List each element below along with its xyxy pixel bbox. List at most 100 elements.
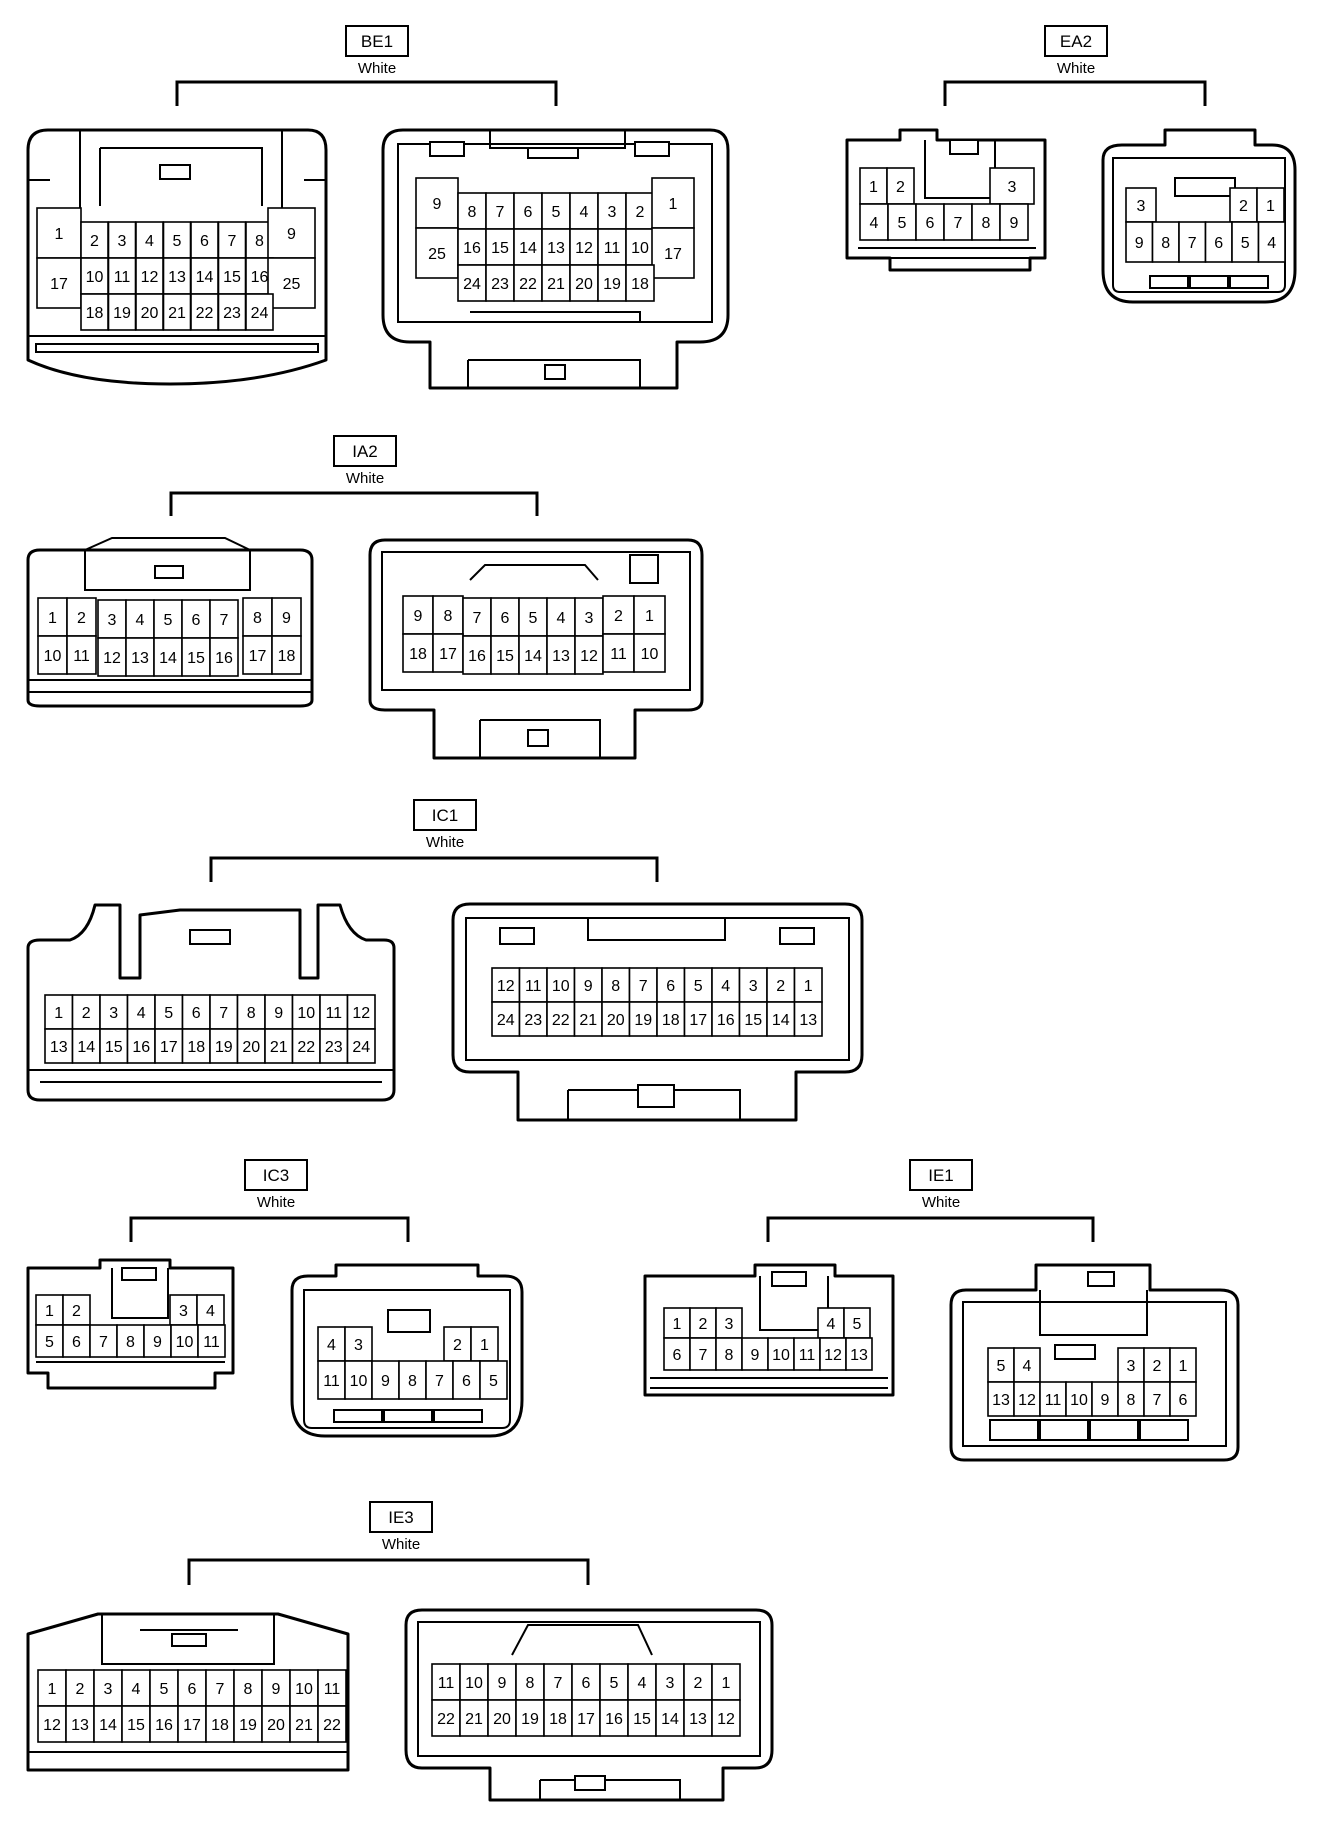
pin-number: 5 (489, 1373, 498, 1390)
pin-number: 1 (45, 1303, 54, 1320)
pin-cell (125, 599, 155, 639)
pin-number: 3 (1008, 179, 1017, 196)
pin-number: 9 (381, 1373, 390, 1390)
pin-number: 4 (145, 233, 154, 250)
pin-cell (971, 203, 1001, 241)
pin-cell (518, 635, 548, 675)
pin-number: 2 (614, 608, 623, 625)
pin-number: 22 (552, 1012, 570, 1029)
pin-number: 18 (211, 1717, 229, 1734)
pin-cell (1169, 1381, 1197, 1417)
pin-cell (599, 1699, 629, 1737)
pin-cell (121, 1705, 151, 1743)
pin-cell (196, 1294, 225, 1326)
pin-number: 9 (274, 1005, 283, 1022)
pin-number: 15 (127, 1717, 145, 1734)
pin-number: 11 (324, 1681, 341, 1698)
pin-number: 17 (249, 648, 267, 665)
pin-cell (485, 192, 515, 230)
pin-number: 1 (48, 1681, 57, 1698)
pin-number: 10 (86, 269, 104, 286)
pin-cell (479, 1360, 508, 1400)
connector-id-ia2: IA2 (352, 442, 378, 461)
pin-number: 12 (43, 1717, 61, 1734)
pin-number: 7 (1153, 1392, 1162, 1409)
pin-number: 10 (772, 1347, 790, 1364)
pin-number: 2 (636, 204, 645, 221)
pin-cell (683, 967, 713, 1003)
pin-number: 23 (524, 1012, 542, 1029)
pin-number: 21 (295, 1717, 313, 1734)
pin-cell (261, 1705, 291, 1743)
pin-number: 20 (607, 1012, 625, 1029)
pin-cell (317, 1360, 346, 1400)
pin-number: 16 (717, 1012, 735, 1029)
pin-number: 2 (1153, 1358, 1162, 1375)
pin-number: 12 (580, 648, 598, 665)
pin-number: 7 (496, 204, 505, 221)
pin-number: 8 (611, 978, 620, 995)
pin-number: 14 (519, 240, 537, 257)
pin-number: 16 (132, 1039, 150, 1056)
pin-number: 4 (638, 1675, 647, 1692)
pin-number: 25 (428, 246, 446, 263)
pin-cell (663, 1307, 691, 1339)
pin-cell (491, 1001, 521, 1037)
pin-cell (65, 1705, 95, 1743)
pin-number: 22 (196, 305, 214, 322)
pin-cell (402, 633, 434, 673)
pin-number: 2 (694, 1675, 703, 1692)
pin-cell (267, 257, 316, 309)
pin-number: 10 (44, 648, 62, 665)
pin-number: 9 (498, 1675, 507, 1692)
pin-number: 24 (251, 305, 269, 322)
pin-number: 14 (77, 1039, 95, 1056)
pin-number: 20 (267, 1717, 285, 1734)
pin-number: 13 (71, 1717, 89, 1734)
pin-cell (651, 177, 695, 229)
pin-cell (655, 1699, 685, 1737)
pin-cell (569, 264, 599, 302)
pin-cell (571, 1663, 601, 1701)
pin-number: 3 (179, 1303, 188, 1320)
pin-number: 22 (519, 276, 537, 293)
pin-cell (319, 994, 349, 1030)
pin-cell (633, 595, 666, 635)
pin-cell (651, 227, 695, 279)
pin-cell (845, 1337, 873, 1371)
pin-cell (1039, 1381, 1067, 1417)
pin-number: 10 (631, 240, 649, 257)
pin-cell (793, 1001, 823, 1037)
pin-number: 17 (50, 276, 68, 293)
pin-cell (683, 1699, 713, 1737)
pin-number: 10 (1070, 1392, 1088, 1409)
pin-cell (999, 203, 1029, 241)
pin-cell (319, 1028, 349, 1064)
pin-cell (291, 994, 321, 1030)
pin-number: 15 (633, 1711, 651, 1728)
connector-id-ea2: EA2 (1060, 32, 1092, 51)
pin-number: 14 (524, 648, 542, 665)
pin-cell (601, 1001, 631, 1037)
connector-id-ic3: IC3 (263, 1166, 289, 1185)
pin-cell (162, 257, 192, 295)
pin-cell (344, 1326, 373, 1362)
pin-cell (513, 228, 543, 266)
pin-number: 9 (433, 196, 442, 213)
pin-number: 15 (496, 648, 514, 665)
pin-number: 7 (220, 612, 229, 629)
pin-cell (485, 228, 515, 266)
pin-cell (271, 635, 302, 675)
pin-number: 5 (164, 1005, 173, 1022)
pin-number: 18 (409, 646, 427, 663)
pin-number: 8 (468, 204, 477, 221)
pin-number: 11 (325, 1005, 342, 1022)
pin-number: 1 (1179, 1358, 1188, 1375)
pin-number: 19 (113, 305, 131, 322)
pin-cell (569, 192, 599, 230)
pin-cell (625, 192, 655, 230)
